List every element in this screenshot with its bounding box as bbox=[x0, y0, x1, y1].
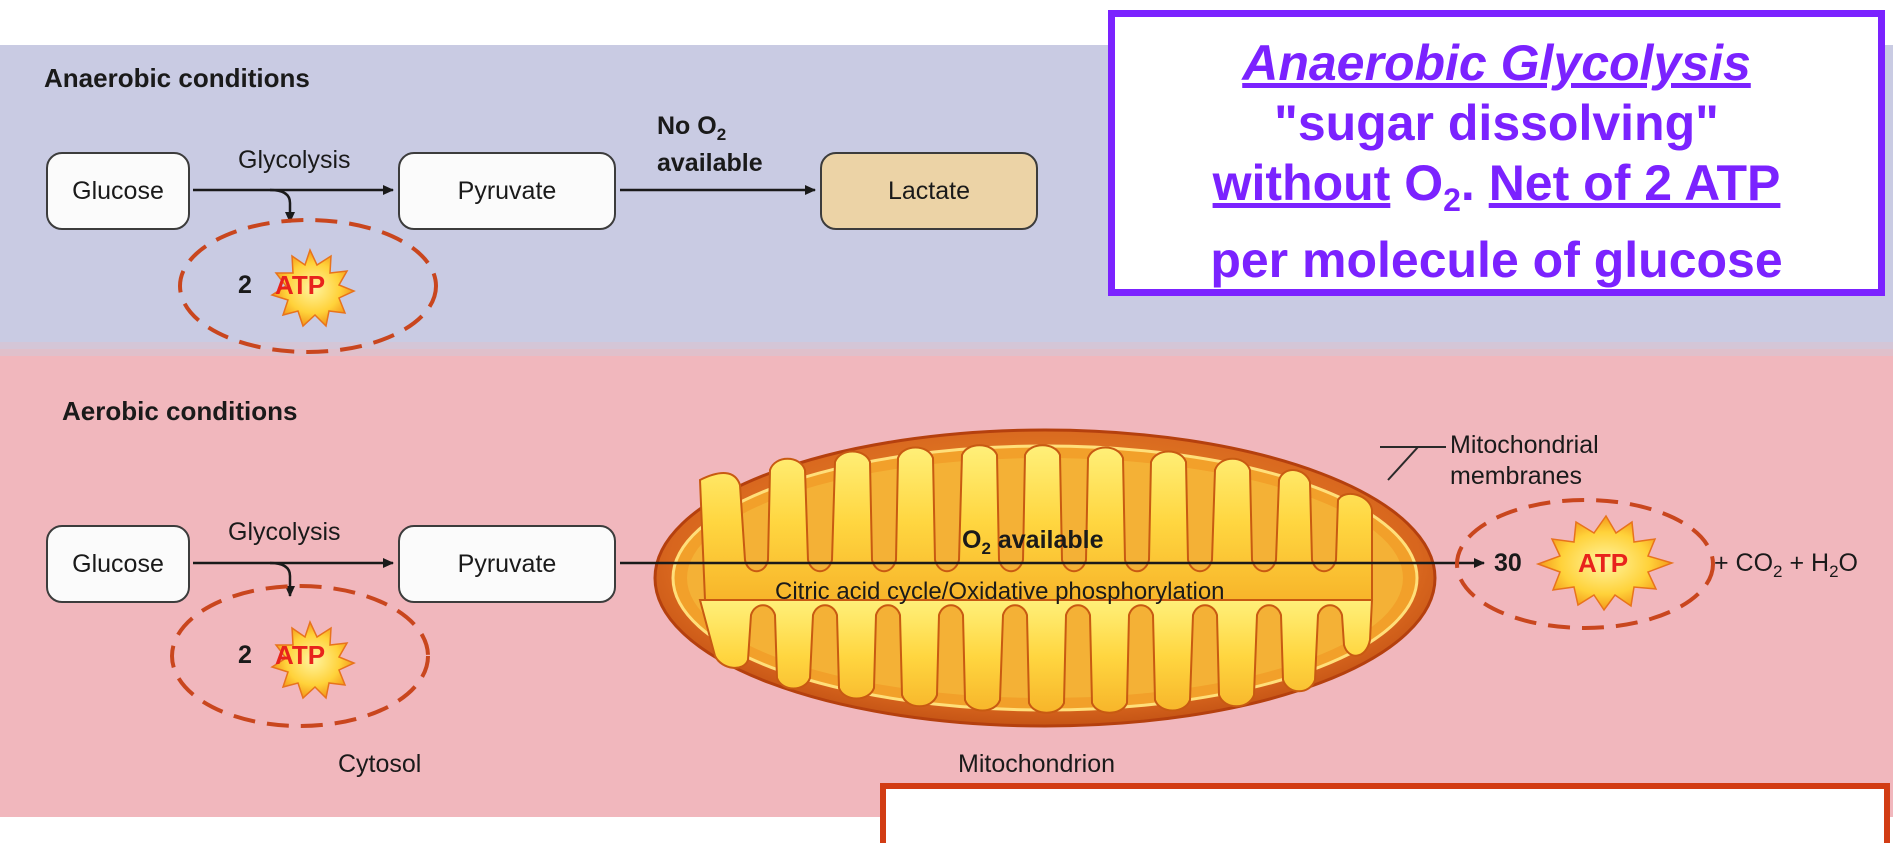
products-co: + CO bbox=[1714, 549, 1773, 577]
anaerobic-glycolysis-callout: Anaerobic Glycolysis "sugar dissolving" … bbox=[1108, 10, 1885, 296]
products-h-subscript: 2 bbox=[1829, 562, 1838, 581]
callout-period: . bbox=[1461, 155, 1489, 211]
callout-o: O bbox=[1390, 155, 1443, 211]
atp30-label: ATP bbox=[1578, 548, 1628, 579]
no-o2-label: No O2 available bbox=[657, 112, 763, 178]
citric-acid-cycle-label: Citric acid cycle/Oxidative phosphorylat… bbox=[775, 578, 1225, 606]
anaerobic-pyruvate-node: Pyruvate bbox=[398, 152, 616, 230]
products-h: + H bbox=[1783, 549, 1830, 577]
products-co-subscript: 2 bbox=[1773, 562, 1782, 581]
anaerobic-atp-count: 2 bbox=[238, 271, 252, 300]
callout-line3: without O2. Net of 2 ATP bbox=[1115, 153, 1878, 230]
anaerobic-atp-label: ATP bbox=[275, 270, 325, 301]
o2-available-text: available bbox=[991, 526, 1104, 554]
atp30-count: 30 bbox=[1494, 549, 1522, 578]
o2-subscript: 2 bbox=[981, 539, 990, 558]
callout-line4: per molecule of glucose bbox=[1115, 230, 1878, 290]
callout-title: Anaerobic Glycolysis bbox=[1115, 33, 1878, 93]
products-label: + CO2 + H2O bbox=[1714, 549, 1858, 582]
cytosol-label: Cytosol bbox=[338, 750, 421, 779]
no-o2-subscript: 2 bbox=[717, 125, 726, 144]
no-o2-text: No O bbox=[657, 112, 717, 140]
mitochondrion-label: Mitochondrion bbox=[958, 750, 1115, 779]
o2-text: O bbox=[962, 526, 981, 554]
callout-without: without bbox=[1213, 155, 1391, 211]
callout-net-atp: Net of 2 ATP bbox=[1489, 155, 1781, 211]
lactate-node: Lactate bbox=[820, 152, 1038, 230]
aerobic-heading: Aerobic conditions bbox=[62, 396, 297, 427]
bottom-callout-box bbox=[880, 783, 1890, 843]
no-o2-available: available bbox=[657, 149, 763, 177]
aerobic-atp-count: 2 bbox=[238, 641, 252, 670]
anaerobic-glycolysis-label: Glycolysis bbox=[238, 146, 351, 175]
anaerobic-glucose-node: Glucose bbox=[46, 152, 190, 230]
products-o: O bbox=[1839, 549, 1858, 577]
aerobic-glycolysis-label: Glycolysis bbox=[228, 518, 341, 547]
membranes-line1: Mitochondrial bbox=[1450, 431, 1599, 459]
callout-o-subscript: 2 bbox=[1443, 182, 1461, 218]
callout-definition: "sugar dissolving" bbox=[1115, 93, 1878, 153]
o2-available-label: O2 available bbox=[962, 526, 1104, 559]
diagram-stage: Anaerobic conditions Glucose Glycolysis … bbox=[0, 0, 1893, 817]
aerobic-atp-label: ATP bbox=[275, 640, 325, 671]
aerobic-pyruvate-node: Pyruvate bbox=[398, 525, 616, 603]
anaerobic-heading: Anaerobic conditions bbox=[44, 63, 310, 94]
mitochondrial-membranes-label: Mitochondrial membranes bbox=[1450, 430, 1599, 492]
aerobic-glucose-node: Glucose bbox=[46, 525, 190, 603]
membranes-line2: membranes bbox=[1450, 462, 1582, 490]
